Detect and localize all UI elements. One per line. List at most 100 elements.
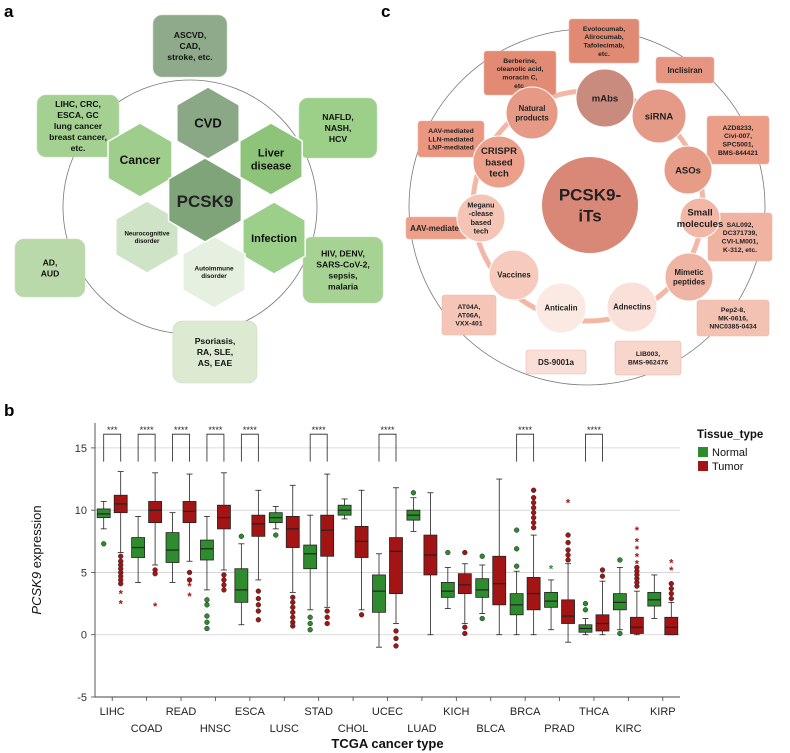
disease-example-box xyxy=(36,94,120,158)
outlier-point xyxy=(530,500,537,506)
box-iqr xyxy=(544,591,558,608)
significance-label: **** xyxy=(518,425,533,435)
disease-example-text: ESCA, GC xyxy=(57,110,99,120)
inhibitor-example-text: SPC5001, xyxy=(723,142,754,149)
significance-bracket xyxy=(172,433,190,462)
disease-example-text: lung cancer xyxy=(54,121,103,131)
significance-bracket xyxy=(585,433,603,462)
panel-b-boxplot-chart: -5051015LIHCCOADREADHNSCESCALUSCSTADCHOL… xyxy=(29,423,763,751)
box-iqr xyxy=(320,514,335,557)
inhibitor-class-circle xyxy=(664,252,714,302)
inhibitor-class-label: mAbs xyxy=(592,93,618,104)
box-iqr xyxy=(475,578,490,598)
inhibitor-example-box xyxy=(655,56,715,84)
outlier-extreme: * xyxy=(566,498,571,510)
inhibitor-example-text: BMS-962476 xyxy=(628,360,668,367)
outlier-point xyxy=(290,609,296,615)
box-iqr xyxy=(303,544,318,570)
disease-example-text: AS, EAE xyxy=(198,358,233,368)
y-tick-label: 15 xyxy=(75,443,87,455)
outlier-point xyxy=(530,487,537,493)
outlier-extreme: * xyxy=(153,601,158,613)
significance-bracket xyxy=(103,433,122,462)
inhibitor-class-circle xyxy=(606,281,658,333)
box-iqr xyxy=(217,504,231,530)
box-iqr xyxy=(372,574,386,613)
disease-example-text: malaria xyxy=(328,282,358,292)
outlier-point xyxy=(668,585,674,592)
inhibitor-class-circle xyxy=(575,68,635,128)
x-tick-label: STAD xyxy=(304,706,333,718)
outlier-point xyxy=(186,577,193,583)
inhibitor-example-text: AT06A, xyxy=(458,312,481,319)
outlier-point xyxy=(221,587,227,593)
inhibitor-class-label: siRNA xyxy=(645,111,674,122)
outlier-point xyxy=(530,524,537,531)
outlier-point xyxy=(565,552,571,558)
box-iqr xyxy=(285,516,300,548)
pcsk9-its-center-circle xyxy=(542,157,638,253)
inhibitor-class-label: Meganu xyxy=(467,201,494,210)
disease-example-box xyxy=(14,238,86,298)
disease-example-text: HIV, DENV, xyxy=(321,249,365,259)
outlier-point xyxy=(513,546,520,552)
legend-swatch xyxy=(698,461,708,471)
pcsk9-its-center-label: iTs xyxy=(578,206,601,225)
disease-category-label: disease xyxy=(251,160,291,172)
inhibitor-example-text: moracin C, xyxy=(502,75,537,82)
outlier-point xyxy=(186,569,193,576)
legend-title: Tissue_type xyxy=(697,429,763,441)
inhibitor-class-label: -clease xyxy=(469,209,493,218)
outlier-point xyxy=(617,630,623,637)
significance-label: **** xyxy=(587,425,602,435)
outlier-point xyxy=(634,564,640,571)
outlier-point xyxy=(118,581,124,587)
box-iqr xyxy=(629,616,644,634)
outlier-point xyxy=(582,607,589,613)
outlier-extreme: * xyxy=(635,544,640,556)
significance-label: **** xyxy=(380,425,395,435)
outlier-point xyxy=(290,623,296,629)
significance-bracket xyxy=(206,433,225,462)
inhibitor-class-circle xyxy=(488,249,540,301)
disease-example-text: sepsis, xyxy=(328,271,357,281)
y-tick-label: 5 xyxy=(81,567,87,579)
outlier-point xyxy=(221,572,227,578)
y-tick-label: -5 xyxy=(77,692,87,704)
disease-example-text: ASCVD, xyxy=(174,30,206,40)
outlier-point xyxy=(530,510,537,516)
box-iqr xyxy=(492,555,507,606)
inhibitor-class-label: Adnectins xyxy=(613,303,651,312)
x-tick-label: READ xyxy=(166,706,197,718)
inhibitor-example-text: LNP-mediated xyxy=(428,145,474,152)
disease-category-label: Autoimmune xyxy=(194,265,233,272)
significance-bracket xyxy=(240,433,259,462)
inhibitor-class-label: Vaccines xyxy=(497,271,531,280)
inhibitor-example-text: CVI-LM001, xyxy=(722,239,759,246)
inhibitor-example-text: Evolocumab, xyxy=(583,26,625,33)
inhibitor-example-text: AAV-mediated xyxy=(410,224,464,233)
inhibitor-class-label: Small xyxy=(687,208,712,219)
x-tick-label: ESCA xyxy=(235,706,266,718)
disease-category-hex xyxy=(115,200,179,274)
inhibitor-class-label: Natural xyxy=(519,104,546,113)
outlier-point xyxy=(393,628,399,634)
outlier-point xyxy=(290,614,296,620)
inhibitor-class-circle xyxy=(456,193,506,243)
x-tick-label: LUAD xyxy=(407,723,436,735)
inhibitor-class-label: based xyxy=(485,157,513,168)
box-iqr xyxy=(440,582,455,598)
y-tick-label: 0 xyxy=(81,630,87,642)
outlier-extreme: * xyxy=(119,599,124,611)
inhibitor-example-text: AT04A, xyxy=(458,304,481,311)
disease-category-label: Cancer xyxy=(120,153,161,167)
outlier-extreme: * xyxy=(669,557,674,569)
inhibitor-example-box xyxy=(441,294,497,336)
x-tick-label: PRAD xyxy=(544,723,575,735)
disease-example-box xyxy=(298,97,378,159)
inhibitor-example-text: Tafolecimab, xyxy=(583,43,624,50)
x-tick-label: CHOL xyxy=(338,723,369,735)
outlier-point xyxy=(204,602,210,608)
outlier-point xyxy=(513,527,520,533)
